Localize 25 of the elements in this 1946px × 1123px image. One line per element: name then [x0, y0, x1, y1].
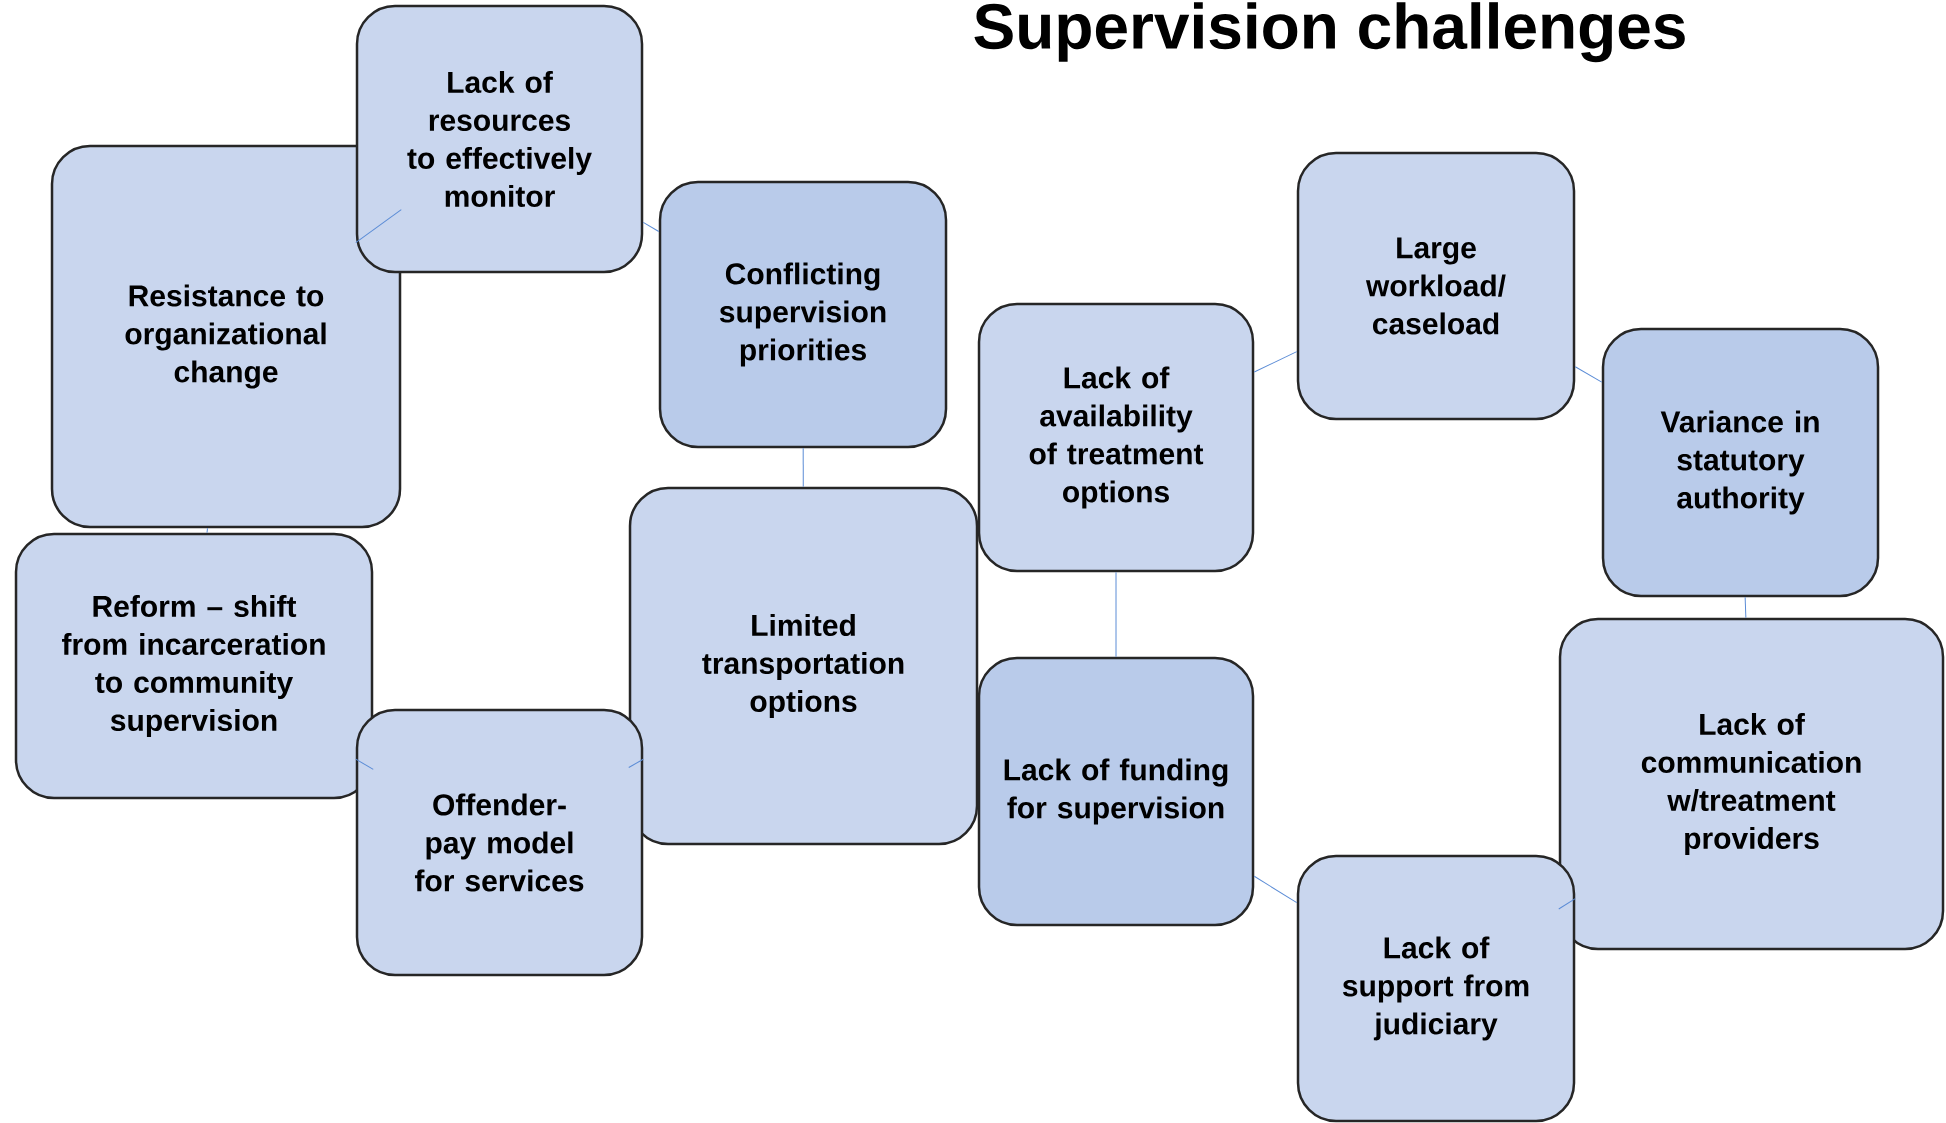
connector-line [1574, 366, 1603, 383]
process-box: Large workload/ caseload [1296, 151, 1576, 421]
process-box: Lack of support from judiciary [1296, 854, 1576, 1123]
process-box: Conflicting supervision priorities [658, 180, 948, 449]
process-box: Reform – shift from incarceration to community supervision [14, 532, 374, 800]
process-box: Offender-pay model for services [355, 708, 644, 977]
connector-line [1558, 898, 1576, 910]
connector-line [355, 209, 402, 244]
connector-line [628, 758, 644, 768]
process-box: Lack of funding for supervision [977, 656, 1255, 927]
connector-line [1115, 571, 1117, 658]
connector-line [1253, 875, 1298, 904]
connector-line [355, 758, 374, 770]
process-box: Variance in statutory authority [1601, 327, 1880, 598]
process-box: Lack of resources to effectively monitor [355, 4, 644, 274]
process-box: Lack of availability of treatment options [977, 302, 1255, 573]
process-box: Resistance to organizational change [50, 144, 402, 529]
process-box: Limited transportation options [628, 486, 979, 846]
connector-line [642, 221, 660, 232]
process-box: Lack of communication w/treatment providers [1558, 617, 1945, 951]
connector-line [206, 527, 208, 534]
connector-line [1744, 596, 1747, 619]
title: Supervision challenges [974, 2, 1685, 63]
connector-line [1253, 351, 1298, 373]
connector-line [802, 447, 804, 488]
